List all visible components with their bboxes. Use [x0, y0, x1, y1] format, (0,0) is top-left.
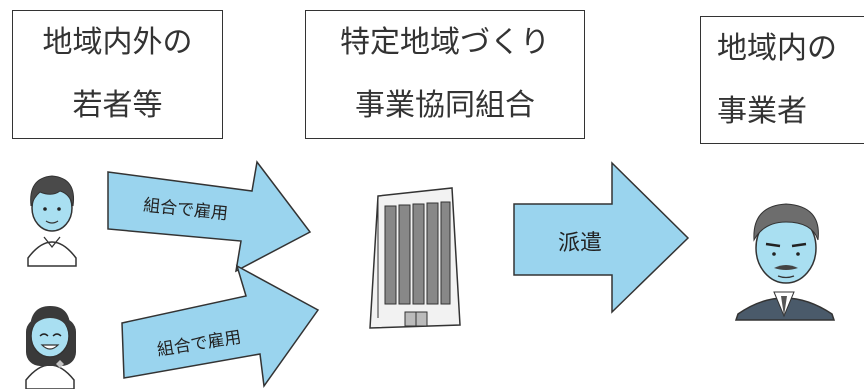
dispatch-arrow-label: 派遣: [558, 231, 602, 256]
cooperative-label-line2: 事業協同組合: [355, 88, 535, 124]
business-label-box: 地域内の 事業者: [700, 16, 864, 144]
cooperative-label-box: 特定地域づくり 事業協同組合: [305, 10, 585, 139]
business-owner-icon: [734, 203, 836, 321]
dispatch-arrow: 派遣: [513, 161, 690, 314]
youth-label-line1: 地域内外の: [42, 24, 193, 60]
young-woman-icon: [25, 306, 76, 389]
youth-label-box: 地域内外の 若者等: [12, 10, 223, 139]
business-label-line2: 事業者: [717, 93, 807, 129]
youth-label-line2: 若者等: [72, 88, 163, 124]
cooperative-label-line1: 特定地域づくり: [340, 24, 550, 60]
employment-arrow-bottom: 組合で雇用: [121, 264, 320, 389]
employment-arrow-top: 組合で雇用: [107, 160, 312, 273]
young-man-icon: [27, 175, 77, 267]
business-label-line1: 地域内の: [717, 30, 837, 66]
office-building-icon: [369, 187, 461, 329]
